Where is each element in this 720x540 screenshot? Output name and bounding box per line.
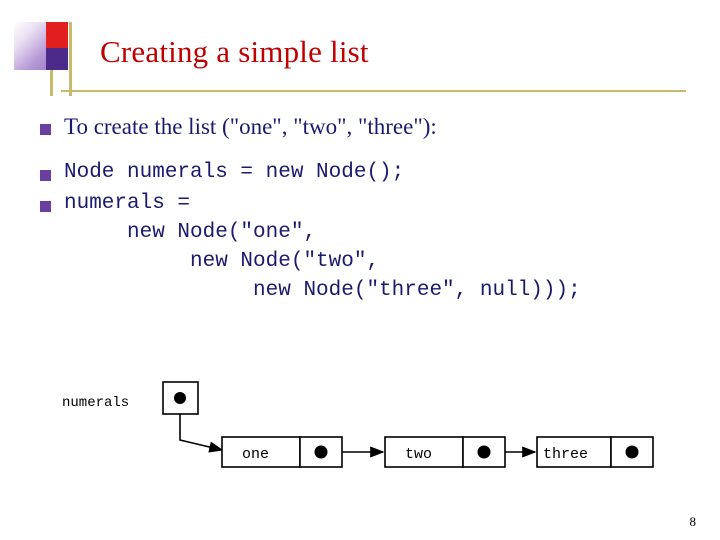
purple-square: [46, 48, 68, 70]
node-1-data-box: [221, 436, 301, 468]
node-2-label: two: [405, 446, 432, 463]
node-3-next-dot: [625, 445, 639, 459]
list-item: To create the list ("one", "two", "three…: [40, 112, 700, 142]
bullet-text-1: To create the list ("one", "two", "three…: [64, 114, 437, 139]
bullet-list: To create the list ("one", "two", "three…: [40, 112, 700, 305]
node-3-label: three: [543, 446, 588, 463]
list-item: numerals = new Node("one", new Node("two…: [40, 189, 700, 305]
head-pointer-dot: [174, 392, 186, 404]
bullet-marker-icon: [40, 201, 51, 212]
node-2-data-box: [384, 436, 464, 468]
decorative-corner-graphic: [14, 22, 88, 96]
bullet-text-3: numerals = new Node("one", new Node("two…: [64, 192, 581, 302]
vertical-rule-right: [69, 22, 72, 96]
list-item: Node numerals = new Node();: [40, 158, 700, 187]
bullet-text-2: Node numerals = new Node();: [64, 161, 405, 184]
page-number: 8: [689, 514, 697, 529]
vertical-rule-lower: [50, 70, 53, 96]
bullet-marker-icon: [40, 124, 51, 135]
page-title: Creating a simple list: [100, 34, 369, 69]
diagram-variable-label: numerals: [62, 395, 129, 411]
node-1-label: one: [242, 446, 269, 463]
node-1-next-dot: [314, 445, 328, 459]
node-2-next-dot: [477, 445, 491, 459]
bullet-marker-icon: [40, 170, 51, 181]
title-underline-rule: [61, 90, 686, 92]
red-square: [46, 22, 68, 48]
linked-list-diagram: numerals one two three: [0, 370, 720, 500]
head-arrow: [179, 414, 224, 453]
